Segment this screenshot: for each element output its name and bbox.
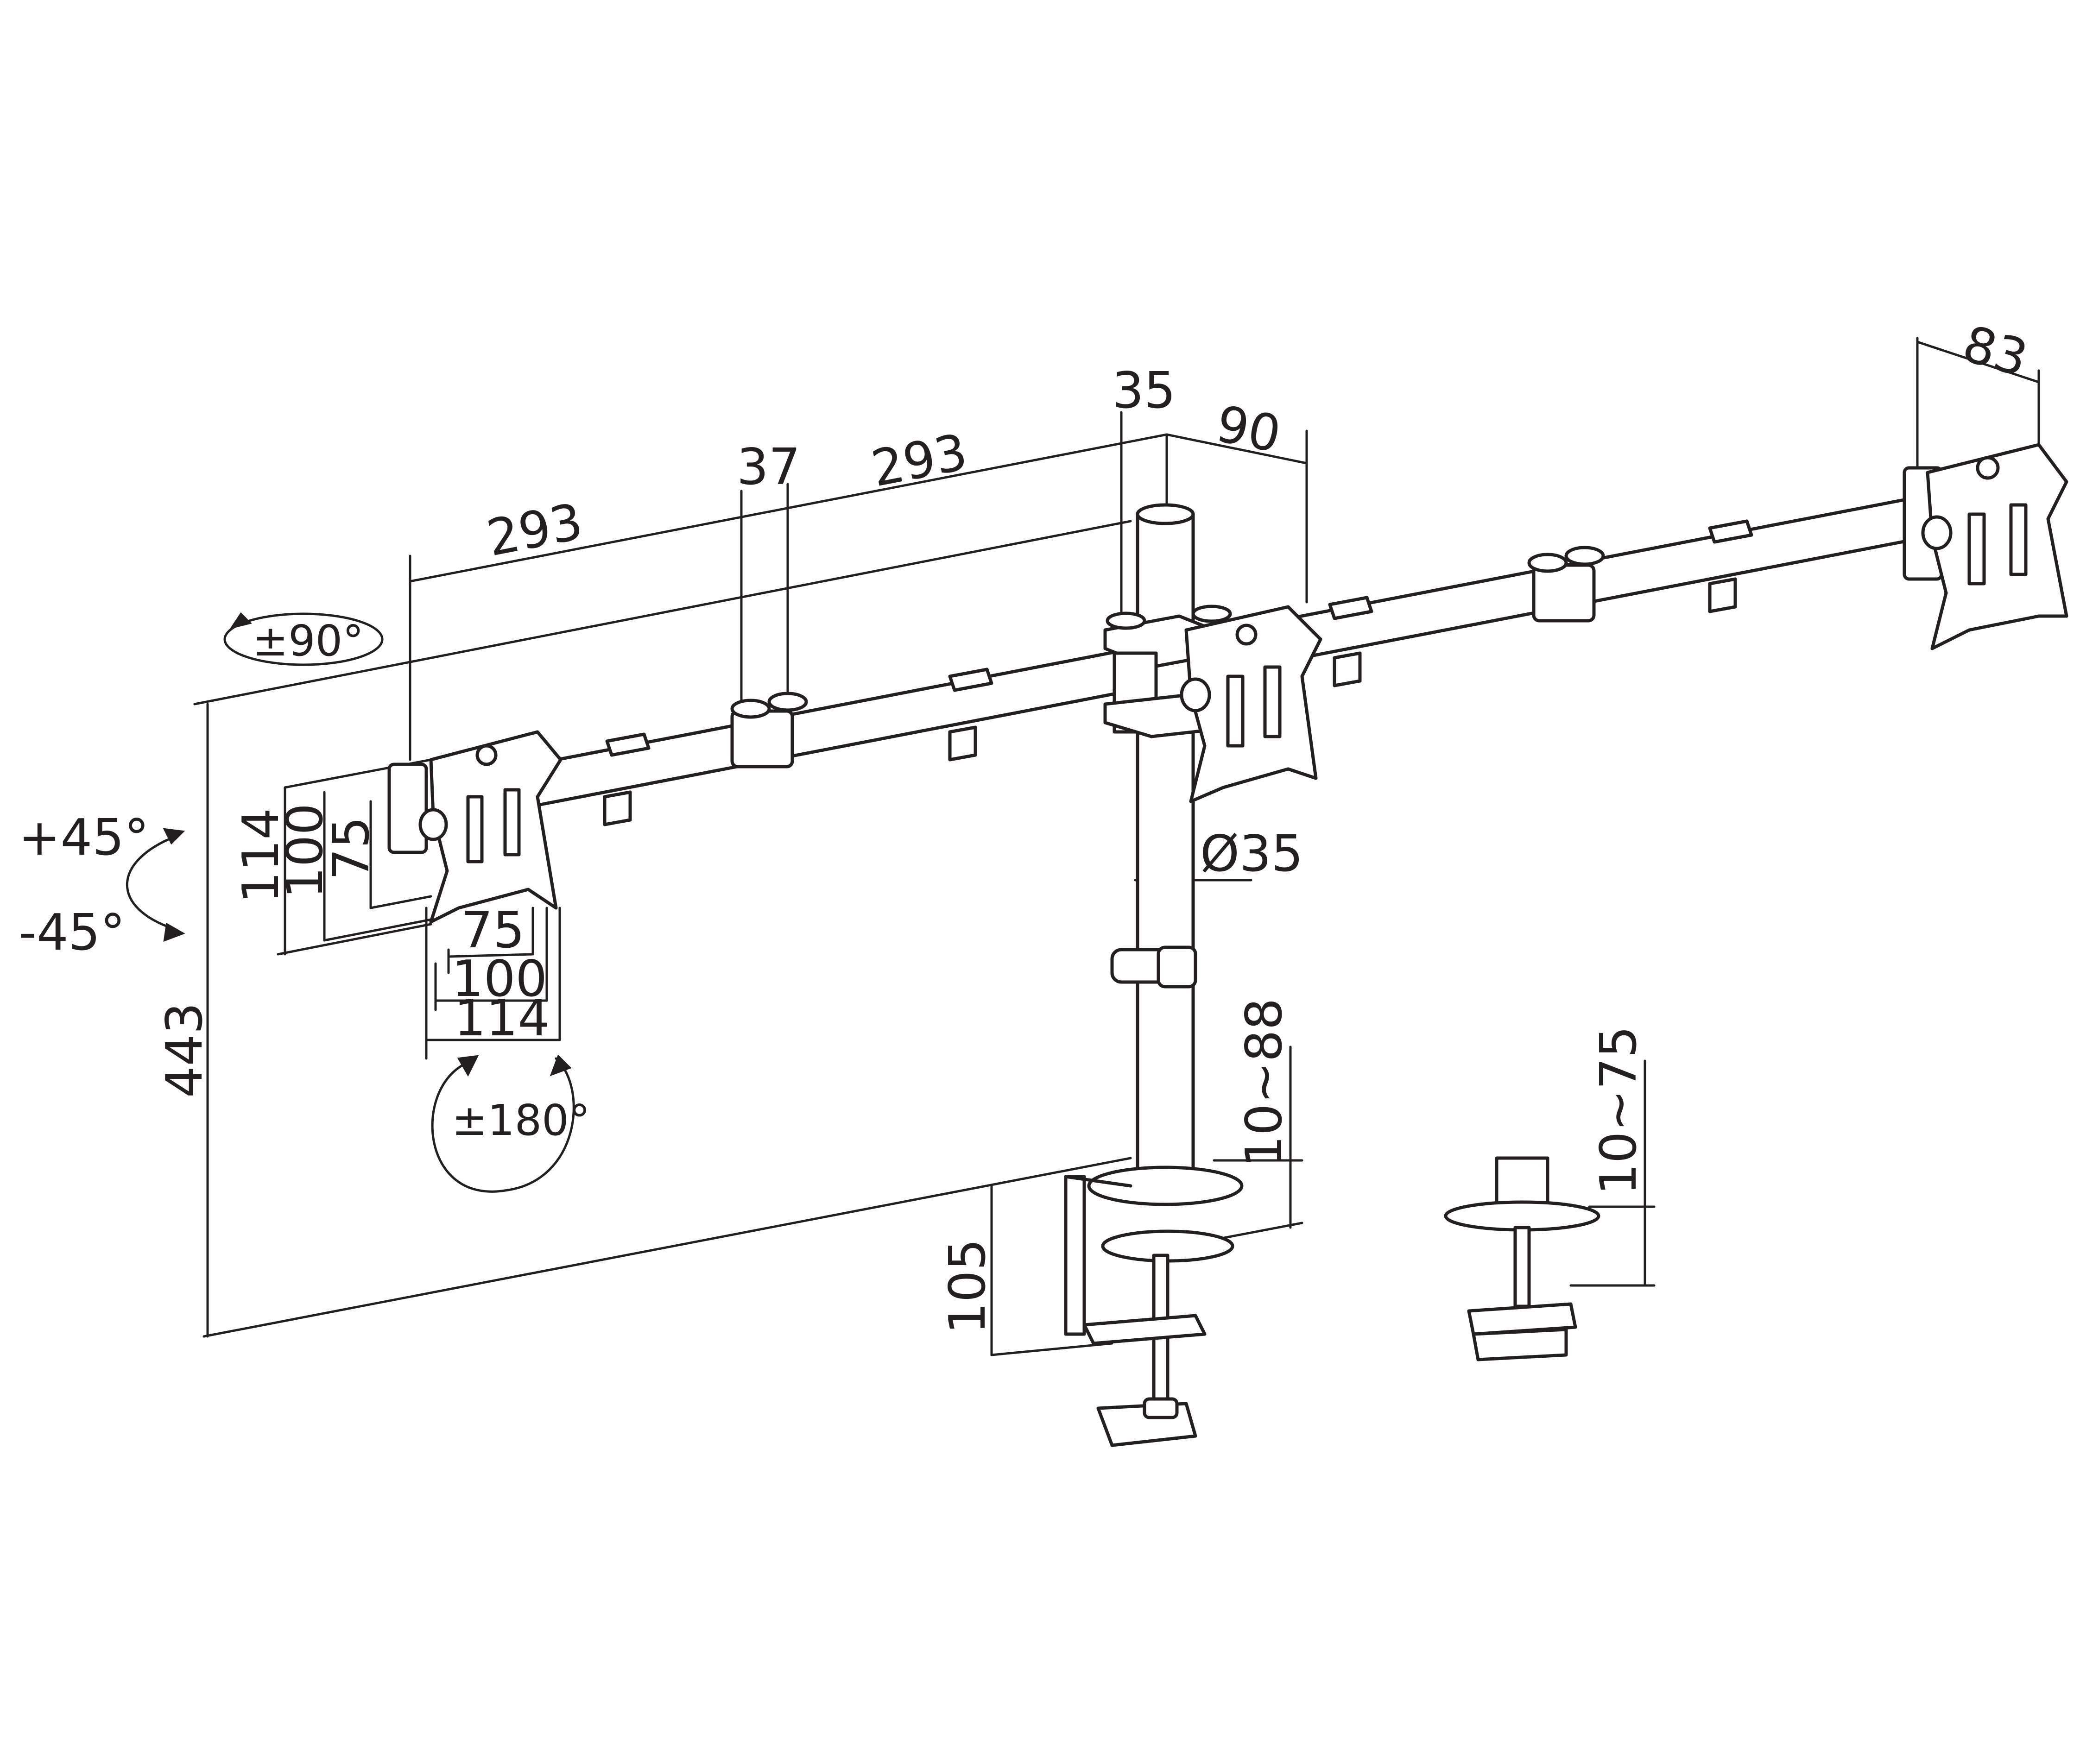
tilt-arrow-down-icon	[163, 922, 185, 942]
tilt-up-label: +45°	[19, 809, 149, 867]
vesa-plate-center	[1180, 605, 1322, 803]
dimension-lines	[193, 337, 2040, 1356]
rotate-arrow-right-icon	[550, 1054, 572, 1077]
dim-arm-left-label: 293	[482, 492, 587, 567]
swivel-label: ±90°	[253, 616, 364, 666]
dim-arm-right-label: 293	[867, 423, 972, 498]
dim-vesa-h100-label: 100	[452, 950, 547, 1008]
pole	[1103, 503, 1237, 1188]
dim-vesa-v114-label: 114	[232, 808, 290, 903]
rotation-arrows	[126, 612, 575, 1193]
dim-vesa-v75-label: 75	[322, 817, 380, 880]
rotate-arc	[431, 1057, 575, 1193]
dimension-labels: 293 293 37 35 90 83 443 Ø35 114 100 75 7…	[156, 315, 2034, 1334]
dim-vesa-h114-label: 114	[454, 989, 550, 1047]
rotate-arrow-left-icon	[457, 1055, 479, 1077]
dim-joint-label: 37	[737, 438, 800, 496]
dim-clamp-range-label: 10~88	[1235, 998, 1293, 1167]
tilt-down-label: -45°	[19, 904, 125, 962]
tilt-arrow-up-icon	[163, 828, 185, 845]
dim-pole-offset-label: 35	[1112, 362, 1176, 420]
swivel-ellipse	[223, 612, 384, 666]
dim-clamp-depth-label: 105	[939, 1239, 997, 1334]
dim-total-height-label: 443	[156, 1002, 214, 1098]
rotation-labels: ±90° +45° -45° ±180°	[19, 616, 590, 1145]
vesa-plate-right	[1903, 443, 2068, 650]
rotate-label: ±180°	[452, 1096, 590, 1145]
vesa-plate-left	[387, 730, 563, 924]
swivel-arrow-icon	[229, 612, 252, 630]
grommet-base	[1444, 1156, 1600, 1361]
tilt-arc	[126, 835, 177, 930]
dim-grommet-range-label: 10~75	[1590, 1026, 1648, 1195]
dim-vesa-v100-label: 100	[276, 803, 334, 899]
dim-center-bracket-label: 90	[1212, 395, 1285, 464]
dim-vesa-h75-label: 75	[461, 901, 525, 959]
desk-clamp	[1064, 1166, 1244, 1447]
dim-pole-diameter-label: Ø35	[1200, 825, 1303, 883]
